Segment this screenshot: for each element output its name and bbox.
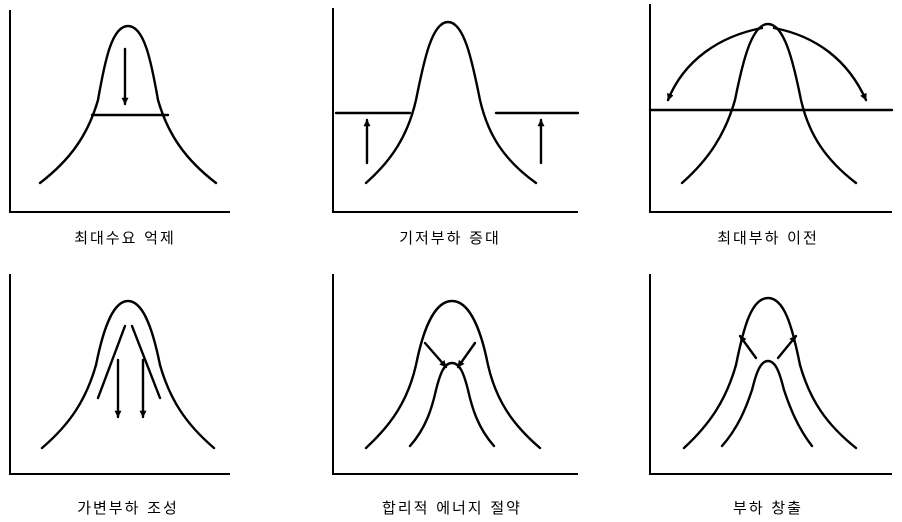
axes xyxy=(9,274,230,475)
reduced-load-curve xyxy=(408,361,496,448)
inner-line-right xyxy=(130,324,162,400)
panel-caption: 가변부하 조성 xyxy=(77,499,179,517)
shift-arrow-right xyxy=(772,26,868,102)
panel-load-shifting: 최대부하 이전 xyxy=(648,4,894,247)
panel-caption: 부하 창출 xyxy=(733,499,803,517)
panel-caption: 기저부하 증대 xyxy=(399,229,501,247)
panel-valley-filling: 기저부하 증대 xyxy=(332,8,580,247)
inner-line-left xyxy=(96,324,127,400)
load-curve xyxy=(364,20,538,185)
axes xyxy=(9,10,230,213)
panel-caption: 최대수요 억제 xyxy=(74,229,176,247)
axes xyxy=(332,8,578,213)
reduce-arrow-right xyxy=(456,341,477,369)
reduce-arrow-left xyxy=(423,341,448,369)
panel-caption: 합리적 에너지 절약 xyxy=(382,499,522,517)
increased-load-curve xyxy=(682,296,858,450)
original-load-curve xyxy=(720,359,814,448)
load-curve xyxy=(680,22,858,185)
load-curve xyxy=(40,299,216,450)
panel-peak-clipping: 최대수요 억제 xyxy=(9,10,230,247)
build-arrow-left xyxy=(738,334,758,360)
panel-caption: 최대부하 이전 xyxy=(717,229,819,247)
axes xyxy=(332,274,578,475)
panel-energy-conservation: 합리적 에너지 절약 xyxy=(332,274,578,517)
load-curve xyxy=(38,24,218,185)
axes xyxy=(649,4,892,213)
panel-load-building: 부하 창출 xyxy=(649,274,892,517)
panel-flexible-load: 가변부하 조성 xyxy=(9,274,230,517)
axes xyxy=(649,274,892,475)
original-load-curve xyxy=(364,299,542,450)
shift-arrow-left xyxy=(666,26,764,102)
build-arrow-right xyxy=(776,334,798,360)
